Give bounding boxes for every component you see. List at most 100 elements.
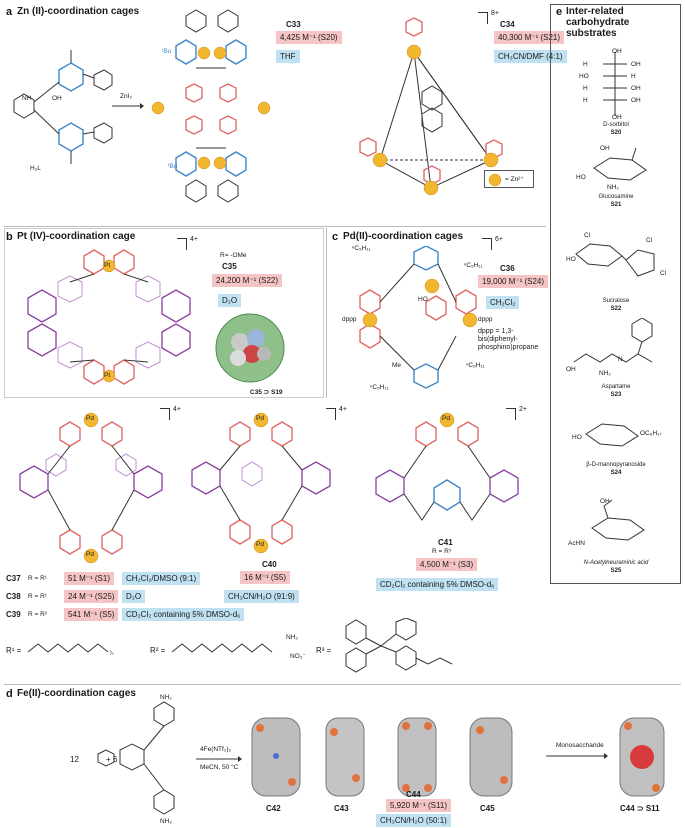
c36-binding-constant: 19,000 M⁻¹ (S24) — [478, 275, 549, 288]
zn-legend-icon — [488, 173, 502, 187]
c40-pd-bottom: Pd — [256, 541, 264, 548]
c42-cage-model — [251, 717, 301, 797]
s22-cl-1: Cl — [584, 232, 591, 239]
panel-b-frame — [4, 228, 324, 398]
c36-me: Me — [392, 362, 402, 369]
s24-oc8: OC₈H₁₇ — [640, 430, 662, 437]
c35-binding-constant: 24,200 M⁻¹ (S22) — [212, 274, 283, 287]
c44-binding-constant: 5,920 M⁻¹ (S11) — [386, 799, 451, 812]
c35-r-definition: R= -OMe — [220, 252, 247, 259]
c40-binding-constant: 16 M⁻¹ (S5) — [240, 571, 291, 584]
c41-charge: 2+ — [519, 406, 527, 413]
fe-reagent: 4Fe(NTf₂)₂ — [200, 746, 232, 753]
c36-solvent: CH₂Cl₂ — [486, 296, 520, 309]
divider-b-c — [326, 228, 327, 398]
reaction-arrow-d — [196, 756, 242, 762]
c35-inclusion-model — [215, 313, 285, 383]
s20-oh-4: OH — [631, 97, 641, 104]
panel-b-letter: b — [6, 231, 13, 243]
s22-sucralose-structure — [575, 243, 655, 277]
fe-ligand-structure — [97, 701, 175, 815]
c33-solvent: THF — [276, 50, 300, 63]
panel-a-title: Zn (II)-coordination cages — [17, 6, 140, 17]
s23-id: S23 — [610, 392, 622, 398]
c41-solvent: CD₂Cl₂ containing 5% DMSO-d₆ — [376, 578, 499, 591]
r1-group-structure: )₃ — [27, 643, 114, 656]
r2-group-structure — [171, 643, 273, 653]
c37-r-definition: R = R¹ — [28, 575, 47, 582]
c35-name: C35 — [222, 262, 237, 271]
c35-pt-top: Pt — [104, 262, 111, 269]
s20-oh-1: OH — [631, 61, 641, 68]
c40-charge: 4+ — [339, 406, 347, 413]
c38-solvent: D₂O — [122, 590, 146, 603]
panel-c-letter: c — [332, 231, 339, 243]
c35-cage-structure — [27, 249, 191, 385]
c35-solvent: D₂O — [218, 294, 242, 307]
s20-h-1: H — [583, 61, 588, 68]
c33-cage-structure — [151, 9, 271, 203]
c38-r-definition: R = R¹ — [28, 593, 47, 600]
zn-legend-box — [484, 170, 534, 188]
s25-achn: AcHN — [568, 540, 585, 547]
fe-ligand-nh2-bottom: NH₂ — [160, 818, 172, 825]
s21-ho: HO — [576, 174, 586, 181]
c40-pd-top: Pd — [256, 415, 264, 422]
s21-id: S21 — [610, 202, 622, 208]
s21-oh: OH — [600, 145, 610, 152]
c38-binding-constant: 24 M⁻¹ (S25) — [64, 590, 119, 603]
h2l-label: H₂L — [30, 165, 41, 172]
r2-label: R² = — [150, 646, 166, 655]
s22-name: Sucralose — [602, 298, 630, 304]
c35-inclusion-label: C35 ⊃ S19 — [250, 389, 283, 396]
c45-name: C45 — [480, 804, 495, 813]
divider-d — [4, 684, 681, 685]
c35-charge: 4+ — [190, 236, 198, 243]
coefficient-6: + 6 — [106, 755, 118, 764]
panel-b-title: Pt (IV)-coordination cage — [17, 231, 136, 242]
c37-pd-bottom: Pd — [86, 551, 94, 558]
coefficient-12: 12 — [70, 755, 79, 764]
dppp-definition: dppp = 1,3-bis(diphenyl-phosphino)propan… — [478, 328, 539, 351]
c36-charge: 6+ — [495, 236, 503, 243]
s21-glucosamine-structure — [593, 147, 647, 181]
s25-id: S25 — [610, 568, 622, 574]
c40-name: C40 — [262, 560, 277, 569]
panel-e-frame — [550, 4, 681, 584]
panel-c-title: Pd(II)-coordination cages — [343, 231, 464, 242]
c41-cage-structure — [375, 412, 519, 521]
s23-oh: OH — [566, 366, 576, 373]
fe-conditions: MeCN, 50 °C — [200, 764, 239, 771]
s23-nh2: NH₂ — [599, 370, 611, 377]
s23-aspartame-structure — [573, 318, 653, 363]
fe-ligand-nh2-top: NH₂ — [160, 694, 172, 701]
s22-id: S22 — [610, 306, 622, 312]
s25-neuraminic-acid-structure — [591, 499, 645, 541]
c43-name: C43 — [334, 804, 349, 813]
s20-oh-3: OH — [631, 85, 641, 92]
s25-oh: OH — [600, 498, 610, 505]
s22-ho: HO — [566, 256, 576, 263]
c39-name: C39 — [6, 610, 21, 619]
s21-name: Glucosamine — [598, 194, 634, 200]
s20-h-3: H — [583, 85, 588, 92]
c37-pd-top: Pd — [86, 415, 94, 422]
zni2-reagent: ZnI₂ — [120, 93, 132, 100]
r2-no3: NO₃⁻ — [290, 653, 306, 660]
c36-dppp-1: dppp — [342, 316, 357, 323]
s21-nh2: NH₂ — [607, 184, 619, 191]
c39-r-definition: R = R² — [28, 611, 47, 618]
c36-cage-structure — [359, 246, 478, 389]
c41-name: C41 — [438, 538, 453, 547]
reaction-arrow-guest — [546, 753, 608, 759]
s20-h-2: H — [631, 73, 636, 80]
c36-charge-bracket — [482, 238, 492, 250]
s23-name: Aspartame — [601, 384, 631, 390]
c42-name: C42 — [266, 804, 281, 813]
c36-dppp-2: dppp — [478, 316, 493, 323]
c37-charge-bracket — [160, 408, 170, 420]
s24-ho: HO — [572, 434, 582, 441]
c37-c39-cage-structure — [19, 412, 163, 564]
s24-name: β-D-mannopyranoside — [586, 462, 646, 468]
c34-binding-constant: 40,300 M⁻¹ (S21) — [494, 31, 565, 44]
